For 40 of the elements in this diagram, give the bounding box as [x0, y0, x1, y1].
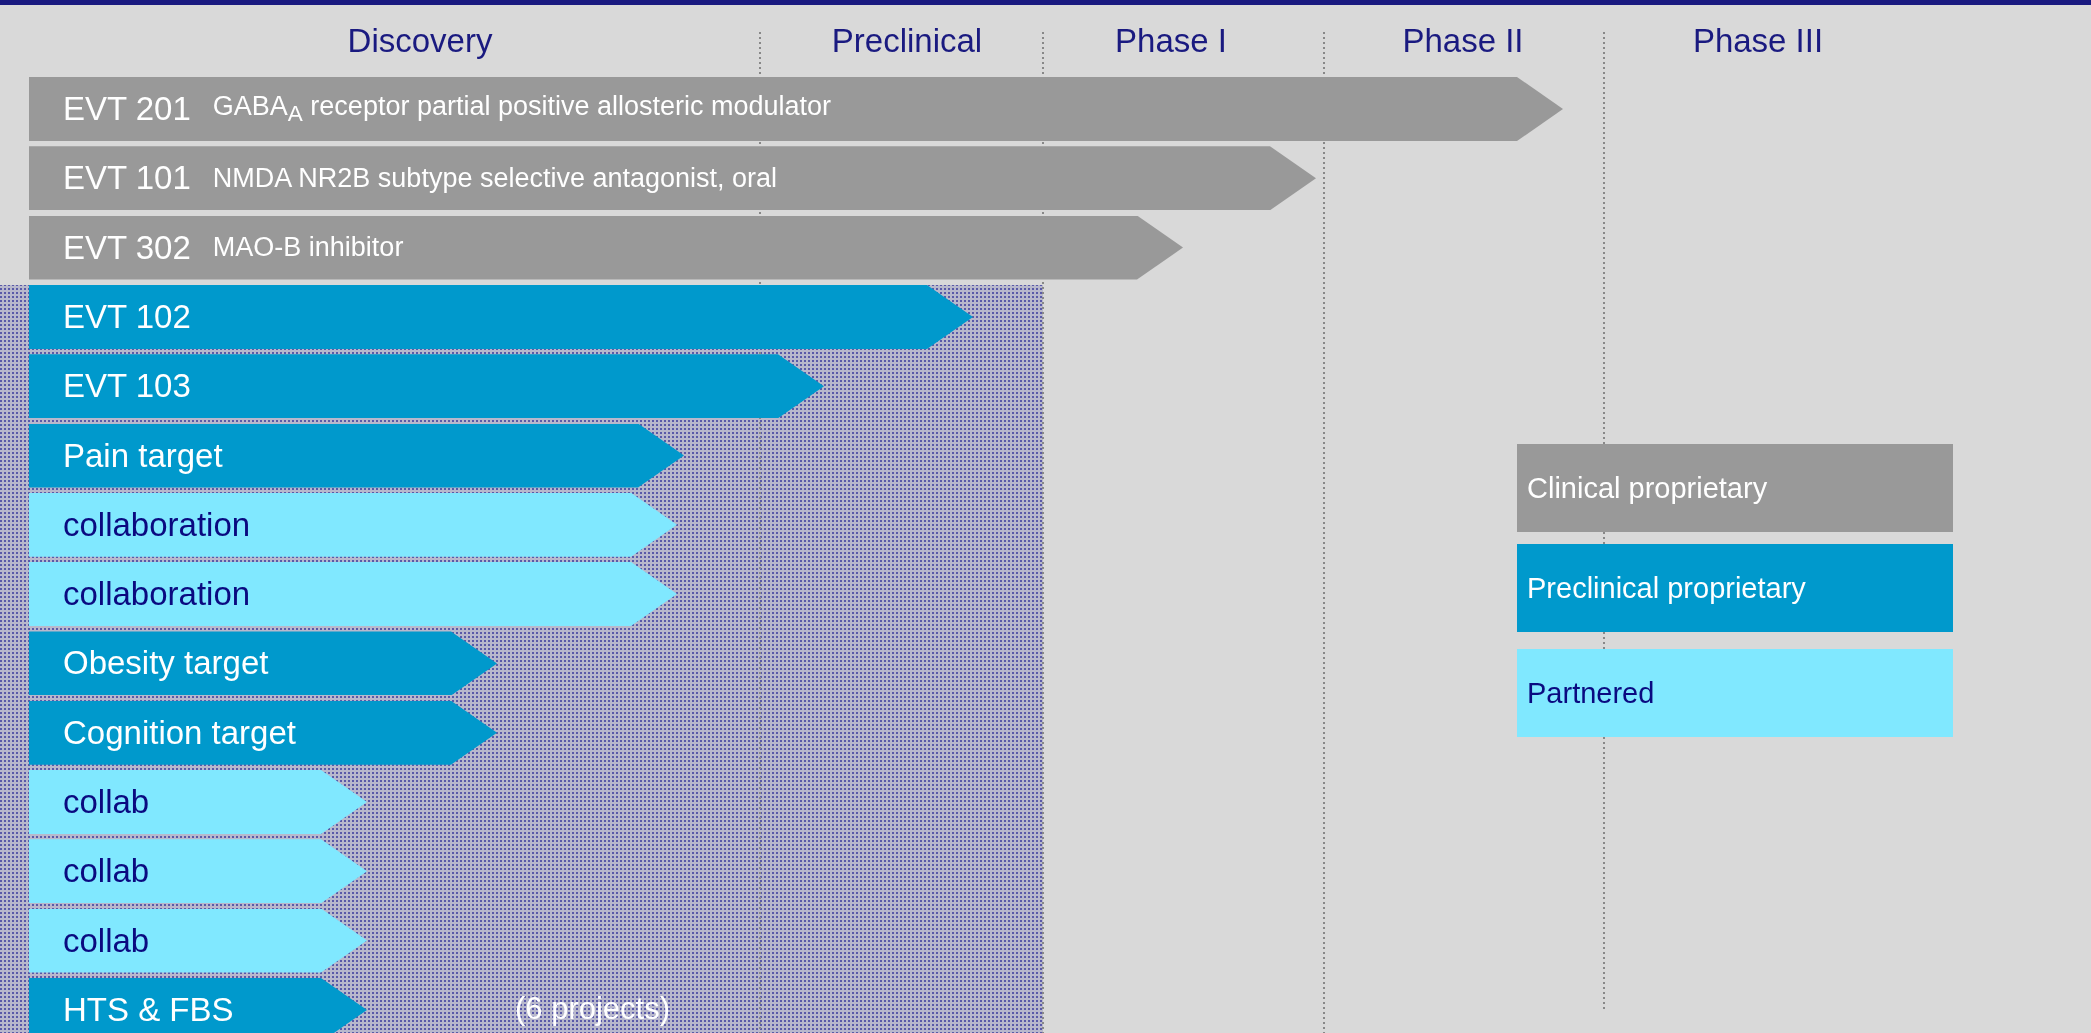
pipeline-bar	[29, 631, 497, 696]
project-name: EVT 103	[63, 367, 191, 406]
legend-label: Preclinical proprietary	[1527, 571, 1806, 605]
project-name: HTS & FBS	[63, 990, 234, 1029]
project-count: (6 projects)	[515, 990, 671, 1027]
project-name: collab	[63, 921, 150, 960]
pipeline-bar	[29, 977, 367, 1033]
pipeline-bar	[29, 700, 497, 765]
project-name: EVT 201	[63, 90, 191, 128]
phase-header: Phase III	[1692, 22, 1824, 60]
project-name: Pain target	[63, 436, 223, 475]
project-name: collab	[63, 783, 150, 821]
project-name: collab	[63, 852, 150, 891]
pipeline-bar	[29, 492, 677, 557]
project-name: EVT 102	[63, 297, 191, 336]
pipeline-bar	[29, 77, 1563, 141]
pipeline-bar	[29, 839, 367, 904]
project-name: Cognition target	[63, 713, 296, 752]
project-name: EVT 302	[63, 228, 191, 267]
compound-description: MAO-B inhibitor	[212, 232, 404, 264]
pipeline-bar	[29, 423, 684, 488]
pipeline-bar	[29, 284, 973, 349]
pipeline-bar	[29, 770, 367, 834]
project-name: EVT 101	[63, 159, 191, 198]
phase-header: Phase I	[1115, 22, 1227, 60]
pipeline-bar	[29, 146, 1316, 211]
legend-label: Partnered	[1527, 676, 1655, 710]
compound-description: NMDA NR2B subtype selective antagonist, oral	[212, 162, 778, 194]
compound-description: GABA$_{A}$ receptor partial positive allosteric modulator	[212, 90, 832, 128]
pipeline-bar	[29, 562, 677, 627]
project-name: Obesity target	[63, 644, 269, 683]
pipeline-bar	[29, 215, 1183, 280]
phase-header: Preclinical	[831, 22, 983, 60]
project-name: collaboration	[63, 575, 251, 614]
legend-label: Clinical proprietary	[1527, 471, 1768, 505]
phase-header: Phase II	[1402, 22, 1524, 60]
phase-header: Discovery	[347, 22, 493, 60]
project-name: collaboration	[63, 505, 251, 544]
pipeline-bar	[29, 908, 367, 973]
pipeline-bar	[29, 354, 824, 419]
